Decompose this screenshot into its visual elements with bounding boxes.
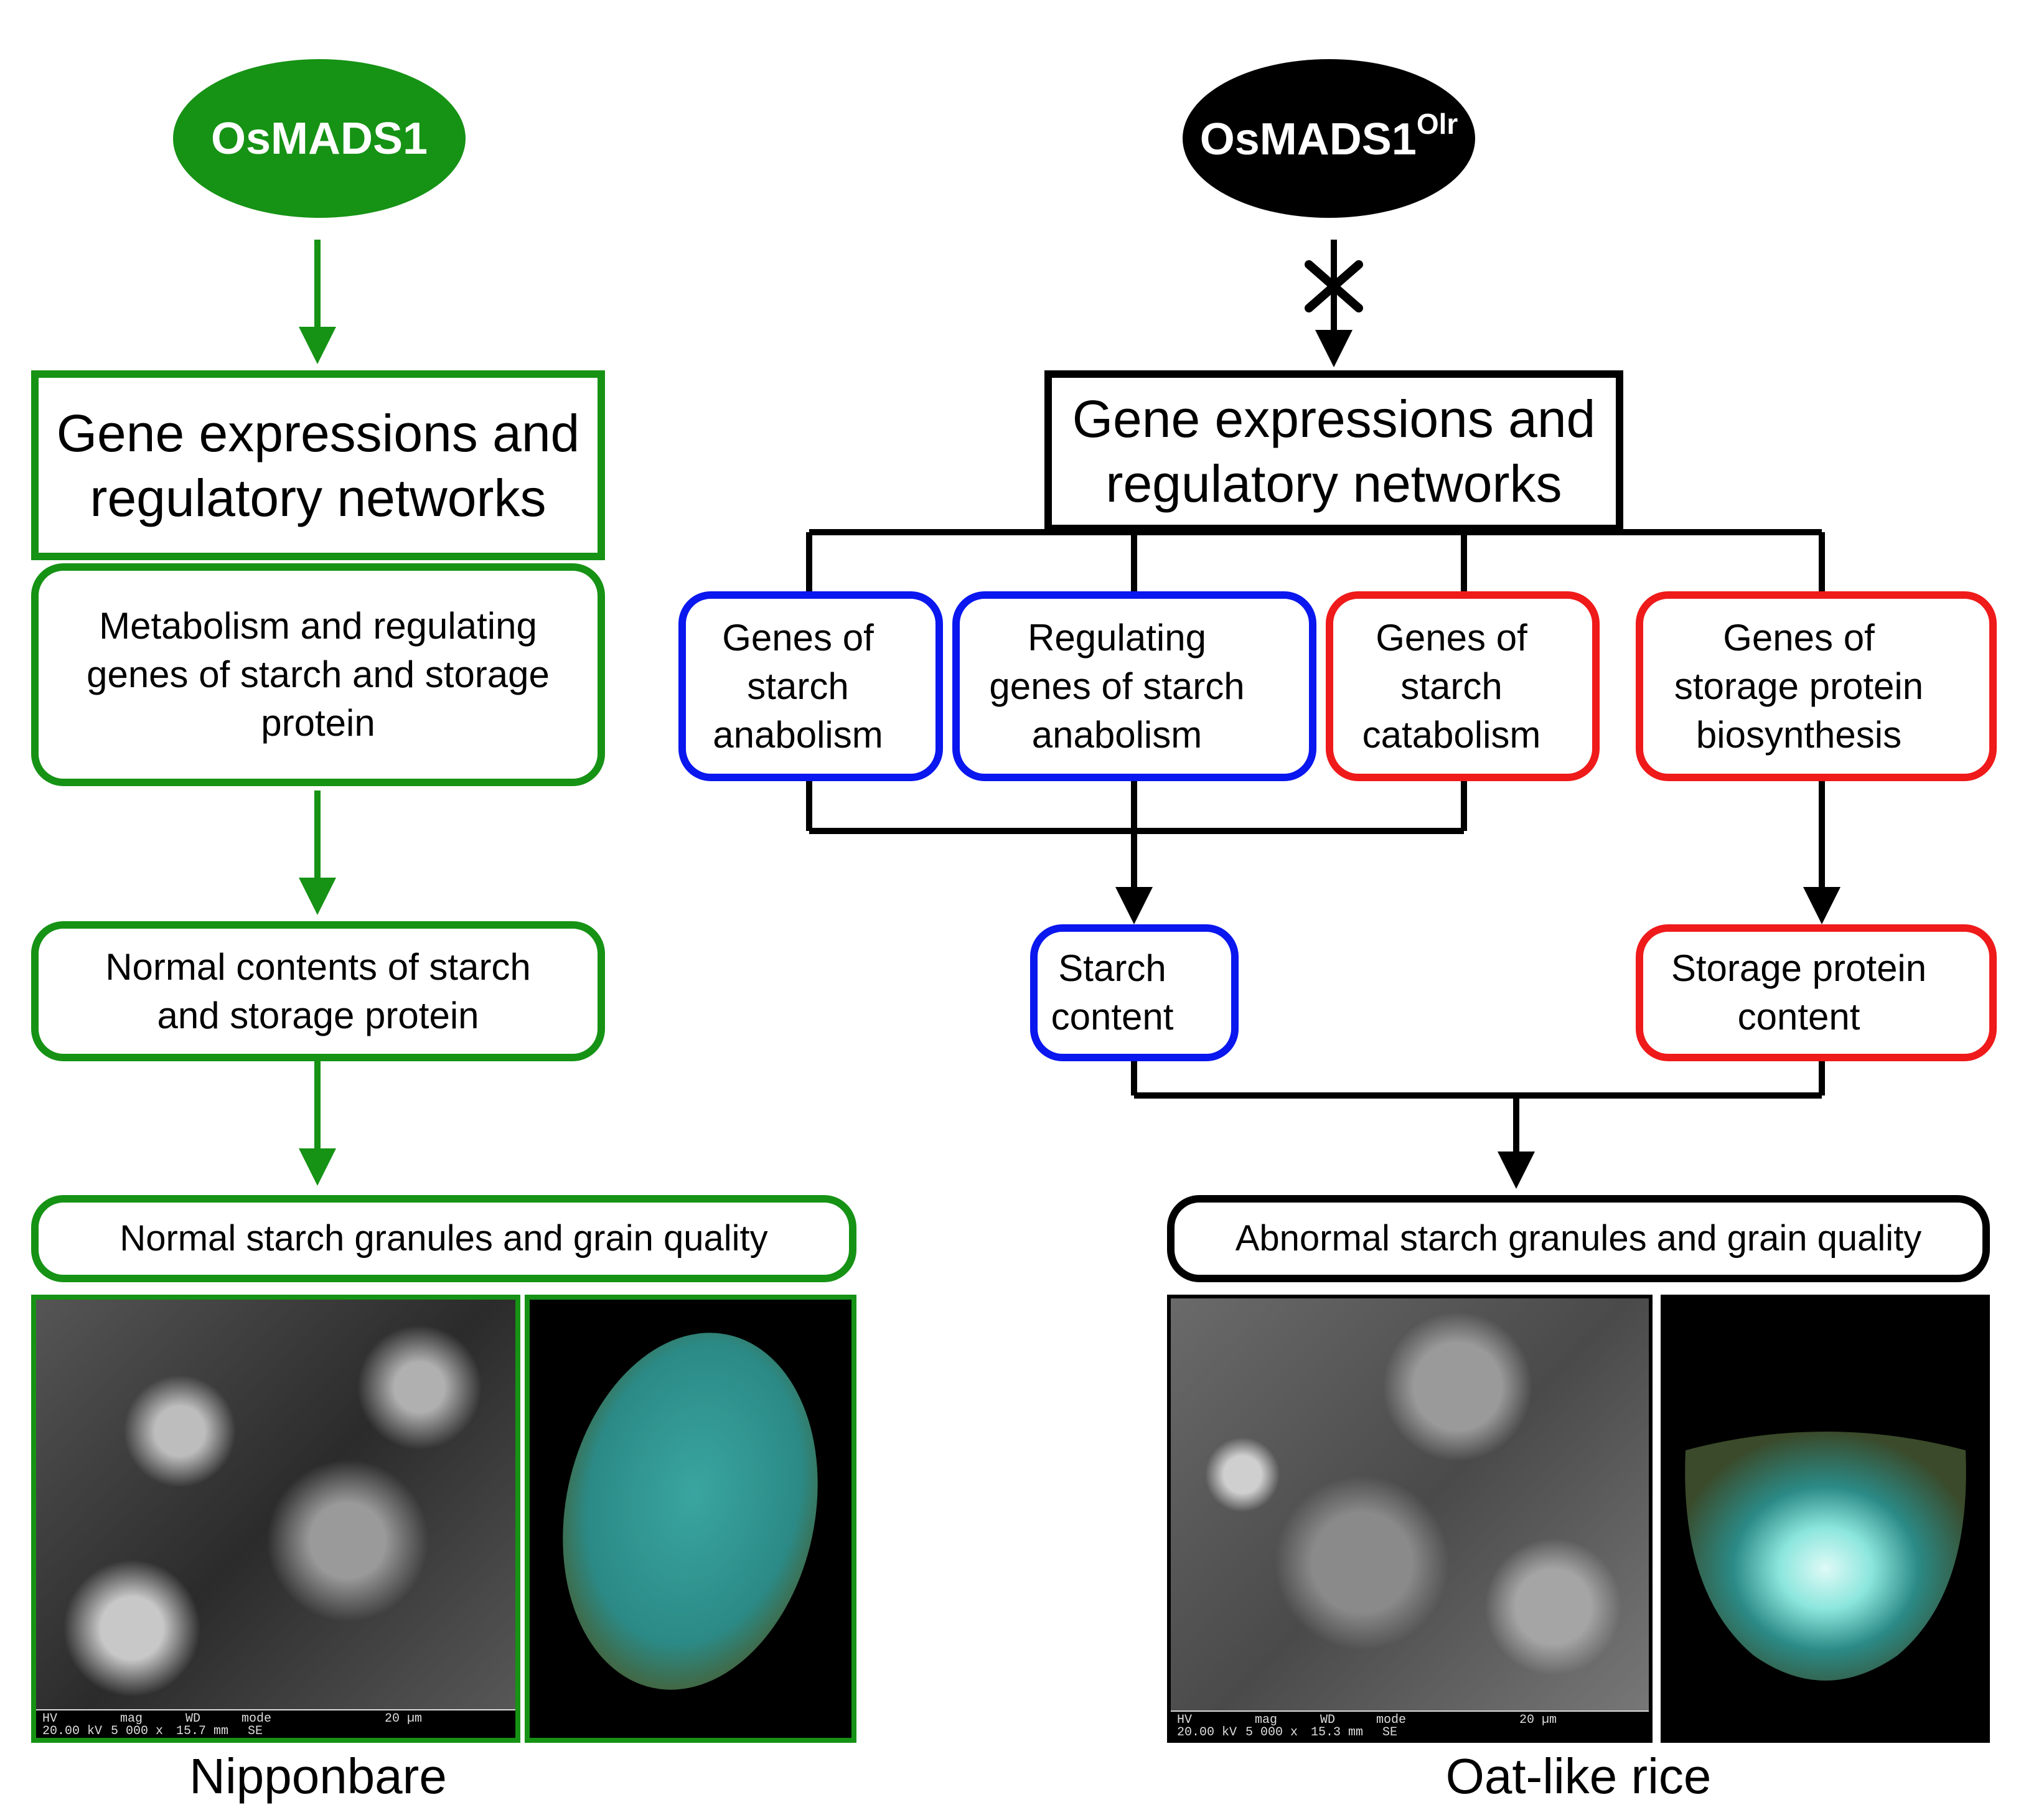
gene-expression-box-mutant: Gene expressions and regulatory networks [1044, 370, 1623, 532]
sem-hv-label: HV [42, 1712, 58, 1726]
abnormal-quality-box: Abnormal starch granules and grain quali… [1167, 1195, 1990, 1282]
protein-content-text: Storage protein content [1671, 947, 1927, 1038]
abnormal-quality-text: Abnormal starch granules and grain quali… [1235, 1218, 1922, 1259]
osmads1olr-ellipse: OsMADS1Olr [1183, 59, 1475, 218]
oatlike-caption: Oat-like rice [1445, 1748, 1712, 1804]
sem-mag-value: 5 000 x [1245, 1725, 1298, 1740]
block-cross-icon [1305, 260, 1363, 312]
sem-wd-label: WD [185, 1712, 201, 1726]
osmads1-label: OsMADS1 [210, 113, 428, 164]
starch-catabolism-text: Genes of starch catabolism [1362, 616, 1541, 756]
oatlike-sem-image: HV 20.00 kV mag 5 000 x WD 15.3 mm mode … [1167, 1295, 1653, 1743]
normal-quality-text: Normal starch granules and grain quality [120, 1218, 768, 1259]
metabolism-box: Metabolism and regulating genes of starc… [31, 563, 605, 786]
storage-biosynthesis-text: Genes of storage protein biosynthesis [1674, 616, 1924, 756]
gene-expression-text-mutant: Gene expressions and regulatory networks [1072, 390, 1596, 513]
storage-biosynthesis-box: Genes of storage protein biosynthesis [1636, 591, 1997, 781]
osmads1-ellipse: OsMADS1 [173, 59, 466, 218]
nipponbare-caption: Nipponbare [189, 1748, 447, 1804]
nipponbare-sem-image: HV 20.00 kV mag 5 000 x WD 15.7 mm mode … [31, 1295, 520, 1743]
nipponbare-grain-image [525, 1295, 856, 1743]
sem-wd-value: 15.7 mm [176, 1724, 229, 1738]
normal-contents-text: Normal contents of starch and storage pr… [105, 945, 531, 1036]
quality-bracket [1131, 1061, 1825, 1099]
normal-contents-box: Normal contents of starch and storage pr… [31, 921, 605, 1061]
sem-mode-value: SE [248, 1724, 263, 1738]
sem-mode-label: mode [1376, 1713, 1407, 1727]
sem-hv-value: 20.00 kV [1177, 1725, 1237, 1740]
sem-mag-label: mag [120, 1712, 143, 1726]
osmads1olr-label: OsMADS1Olr [1199, 108, 1458, 164]
olr-superscript: Olr [1416, 108, 1458, 140]
metabolism-text: Metabolism and regulating genes of starc… [87, 605, 550, 744]
gene-expression-box: Gene expressions and regulatory networks [31, 370, 605, 560]
sem-mode-value: SE [1382, 1725, 1398, 1740]
starch-content-box: Starch content [1030, 924, 1239, 1061]
grain-section-icon [563, 1333, 818, 1690]
regulating-anabolism-box: Regulating genes of starch anabolism [952, 591, 1316, 781]
sem-hv-value: 20.00 kV [42, 1724, 103, 1738]
sem-scale-label: 20 µm [1519, 1713, 1557, 1727]
sem-info-bar: HV 20.00 kV mag 5 000 x WD 15.3 mm mode … [1171, 1710, 1649, 1739]
starch-catabolism-box: Genes of starch catabolism [1326, 591, 1600, 781]
sem-wd-label: WD [1320, 1713, 1336, 1727]
sem-wd-value: 15.3 mm [1311, 1725, 1364, 1740]
oatlike-grain-image [1661, 1295, 1990, 1743]
regulating-anabolism-text: Regulating genes of starch anabolism [989, 616, 1245, 756]
sem-mag-label: mag [1255, 1713, 1278, 1727]
sem-mode-label: mode [241, 1712, 272, 1726]
normal-quality-box: Normal starch granules and grain quality [31, 1195, 856, 1282]
gene-expression-text: Gene expressions and regulatory networks [56, 403, 580, 527]
starch-anabolism-text: Genes of starch anabolism [713, 616, 883, 756]
starch-anabolism-box: Genes of starch anabolism [678, 591, 943, 781]
branch-bus [806, 529, 1825, 591]
sem-mag-value: 5 000 x [111, 1724, 164, 1738]
protein-content-box: Storage protein content [1636, 924, 1997, 1061]
merge-bracket [806, 781, 1467, 834]
grain-section-icon [1685, 1432, 1966, 1681]
sem-scale-label: 20 µm [385, 1712, 423, 1726]
starch-content-text: Starch content [1051, 947, 1174, 1038]
sem-hv-label: HV [1177, 1713, 1193, 1727]
sem-info-bar: HV 20.00 kV mag 5 000 x WD 15.7 mm mode … [36, 1709, 515, 1738]
